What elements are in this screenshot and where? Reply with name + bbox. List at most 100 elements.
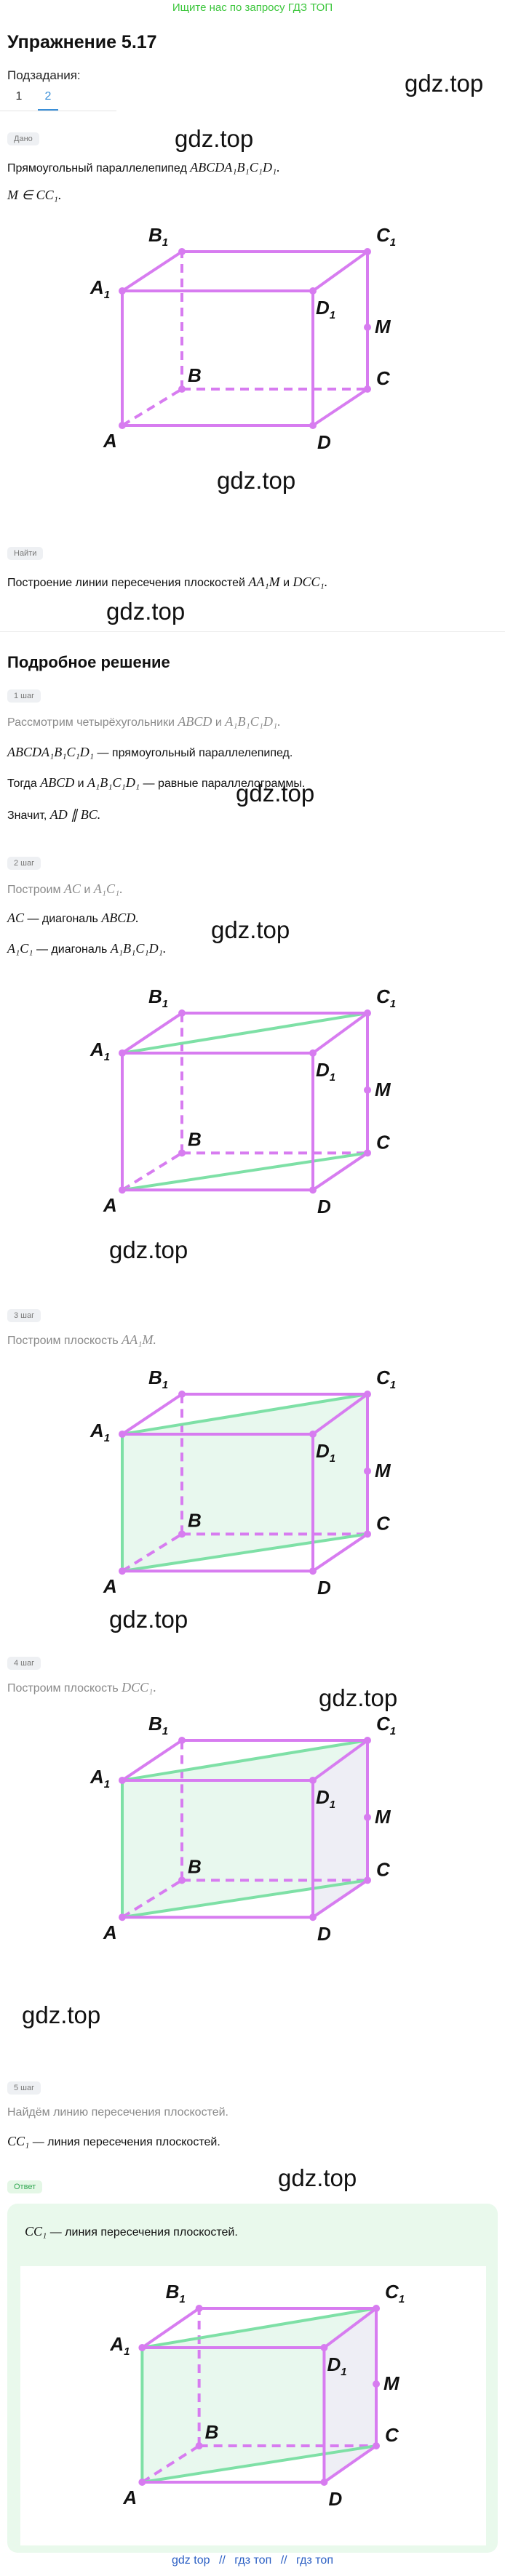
footer-link[interactable]: гдз топ — [296, 2554, 333, 2567]
subscript: 1 — [330, 309, 335, 321]
vertex-m — [364, 1467, 371, 1475]
edge-dc — [323, 2444, 378, 2484]
vertex-label-d: D — [328, 2488, 342, 2510]
watermark: gdz.top — [405, 70, 484, 97]
edge-ab — [141, 2444, 200, 2484]
vertex-label-b1: B1 — [148, 224, 168, 249]
vertex-label-d1: D1 — [316, 1059, 335, 1084]
vertex-d — [320, 2479, 328, 2486]
vertex-label-b: B — [188, 1855, 202, 1877]
vertex-d1 — [309, 1049, 317, 1057]
vertex-d — [309, 422, 317, 429]
diagonal-ac — [122, 1532, 368, 1573]
vertex-b — [178, 385, 186, 393]
vertex-label-c: C — [376, 1512, 391, 1534]
plane-dcc1 — [313, 1740, 367, 1918]
edge-dc — [311, 1532, 369, 1572]
vertex-d — [309, 1186, 317, 1194]
vertex-a1 — [119, 1430, 126, 1438]
vertex-a — [119, 1913, 126, 1921]
subscript: 1 — [179, 2293, 185, 2305]
watermark: gdz.top — [106, 598, 186, 625]
diagonal-a1c1 — [122, 1393, 368, 1436]
vertex-a — [138, 2479, 146, 2486]
watermark: gdz.top — [278, 2164, 357, 2191]
vertex-label-c: C — [385, 2424, 399, 2446]
tab-subtask-2[interactable]: 2 — [38, 90, 58, 111]
vertex-label-c1: C1 — [385, 2281, 405, 2305]
step-2-line-3: A₁C₁ — диагональ A₁B₁C₁D₁. — [7, 941, 167, 956]
vertex-a — [119, 1186, 126, 1194]
vertex-label-a1: A1 — [90, 1420, 110, 1444]
footer-link[interactable]: гдз топ — [234, 2554, 272, 2567]
vertex-label-a: A — [103, 430, 117, 452]
subscript: 1 — [104, 289, 110, 301]
diagonal-a1c1 — [122, 1739, 368, 1782]
edge-ab — [121, 1532, 183, 1572]
vertex-b — [178, 1876, 186, 1884]
subscript: 1 — [162, 998, 168, 1010]
vertex-label-m: M — [375, 316, 391, 337]
footer-link[interactable]: gdz top — [172, 2554, 210, 2567]
diagonal-a1c1 — [122, 1012, 368, 1055]
plane-aa1m — [142, 2308, 377, 2482]
vertex-c — [364, 1530, 371, 1538]
vertex-a — [119, 422, 126, 429]
subscript: 1 — [330, 1799, 335, 1811]
vertex-a — [119, 1567, 126, 1575]
subscript: 1 — [399, 2293, 405, 2305]
vertex-m — [364, 1086, 371, 1094]
vertex-label-a: A — [103, 1921, 117, 1943]
given-line-2: M ∈ CC₁. — [7, 188, 62, 202]
edge-c1d1 — [323, 2307, 378, 2349]
section-divider — [0, 631, 505, 632]
diagonal-ac — [122, 1879, 368, 1919]
find-badge: Найти — [7, 547, 44, 560]
vertex-c1 — [364, 1009, 371, 1017]
vertex-label-m: M — [375, 1079, 391, 1100]
watermark: gdz.top — [236, 780, 315, 807]
top-banner[interactable]: Ищите нас по запросу ГДЗ ТОП — [172, 1, 333, 14]
vertex-d — [309, 1913, 317, 1921]
footer-separator: // — [280, 2554, 287, 2567]
vertex-label-a1: A1 — [90, 1039, 110, 1063]
footer-separator: // — [218, 2554, 226, 2567]
answer-badge: Ответ — [7, 2180, 43, 2193]
vertex-m — [364, 324, 371, 331]
given-badge: Дано — [7, 132, 39, 145]
watermark: gdz.top — [319, 1684, 398, 1711]
page-title: Упражнение 5.17 — [7, 32, 157, 52]
vertex-label-a: A — [103, 1575, 117, 1597]
step-5-line-1: Найдём линию пересечения плоскостей. — [7, 2106, 228, 2119]
edge-a1b1 — [121, 1393, 183, 1436]
subscript: 1 — [162, 1379, 168, 1391]
vertex-label-c: C — [376, 1131, 391, 1153]
vertex-label-b1: B1 — [166, 2281, 186, 2305]
watermark: gdz.top — [211, 916, 290, 943]
vertex-c — [364, 1149, 371, 1157]
watermark: gdz.top — [22, 2001, 101, 2028]
watermark: gdz.top — [109, 1236, 188, 1263]
find-line: Построение линии пересечения плоскостей … — [7, 575, 328, 589]
step-2-line-2: AC — диагональ ABCD. — [7, 911, 139, 925]
step-1-line-3: Тогда ABCD и A₁B₁C₁D₁ — равные параллело… — [7, 775, 306, 790]
plane-aa1m — [122, 1740, 367, 1918]
step-badge: 5 шаг — [7, 2081, 41, 2095]
vertex-label-m: M — [383, 2372, 400, 2394]
subscript: 1 — [330, 1071, 335, 1084]
step-2-line-1: Построим AC и A₁C₁. — [7, 881, 123, 896]
subscript: 1 — [341, 2366, 346, 2378]
vertex-b1 — [178, 248, 186, 255]
vertex-label-b: B — [205, 2421, 219, 2443]
edge-ab — [121, 1879, 183, 1919]
step-badge: 4 шаг — [7, 1657, 41, 1670]
watermark: gdz.top — [109, 1606, 188, 1633]
vertex-label-b1: B1 — [148, 985, 168, 1010]
watermark: gdz.top — [175, 125, 254, 152]
vertex-label-c: C — [376, 1858, 391, 1880]
tab-subtask-1[interactable]: 1 — [15, 90, 23, 103]
